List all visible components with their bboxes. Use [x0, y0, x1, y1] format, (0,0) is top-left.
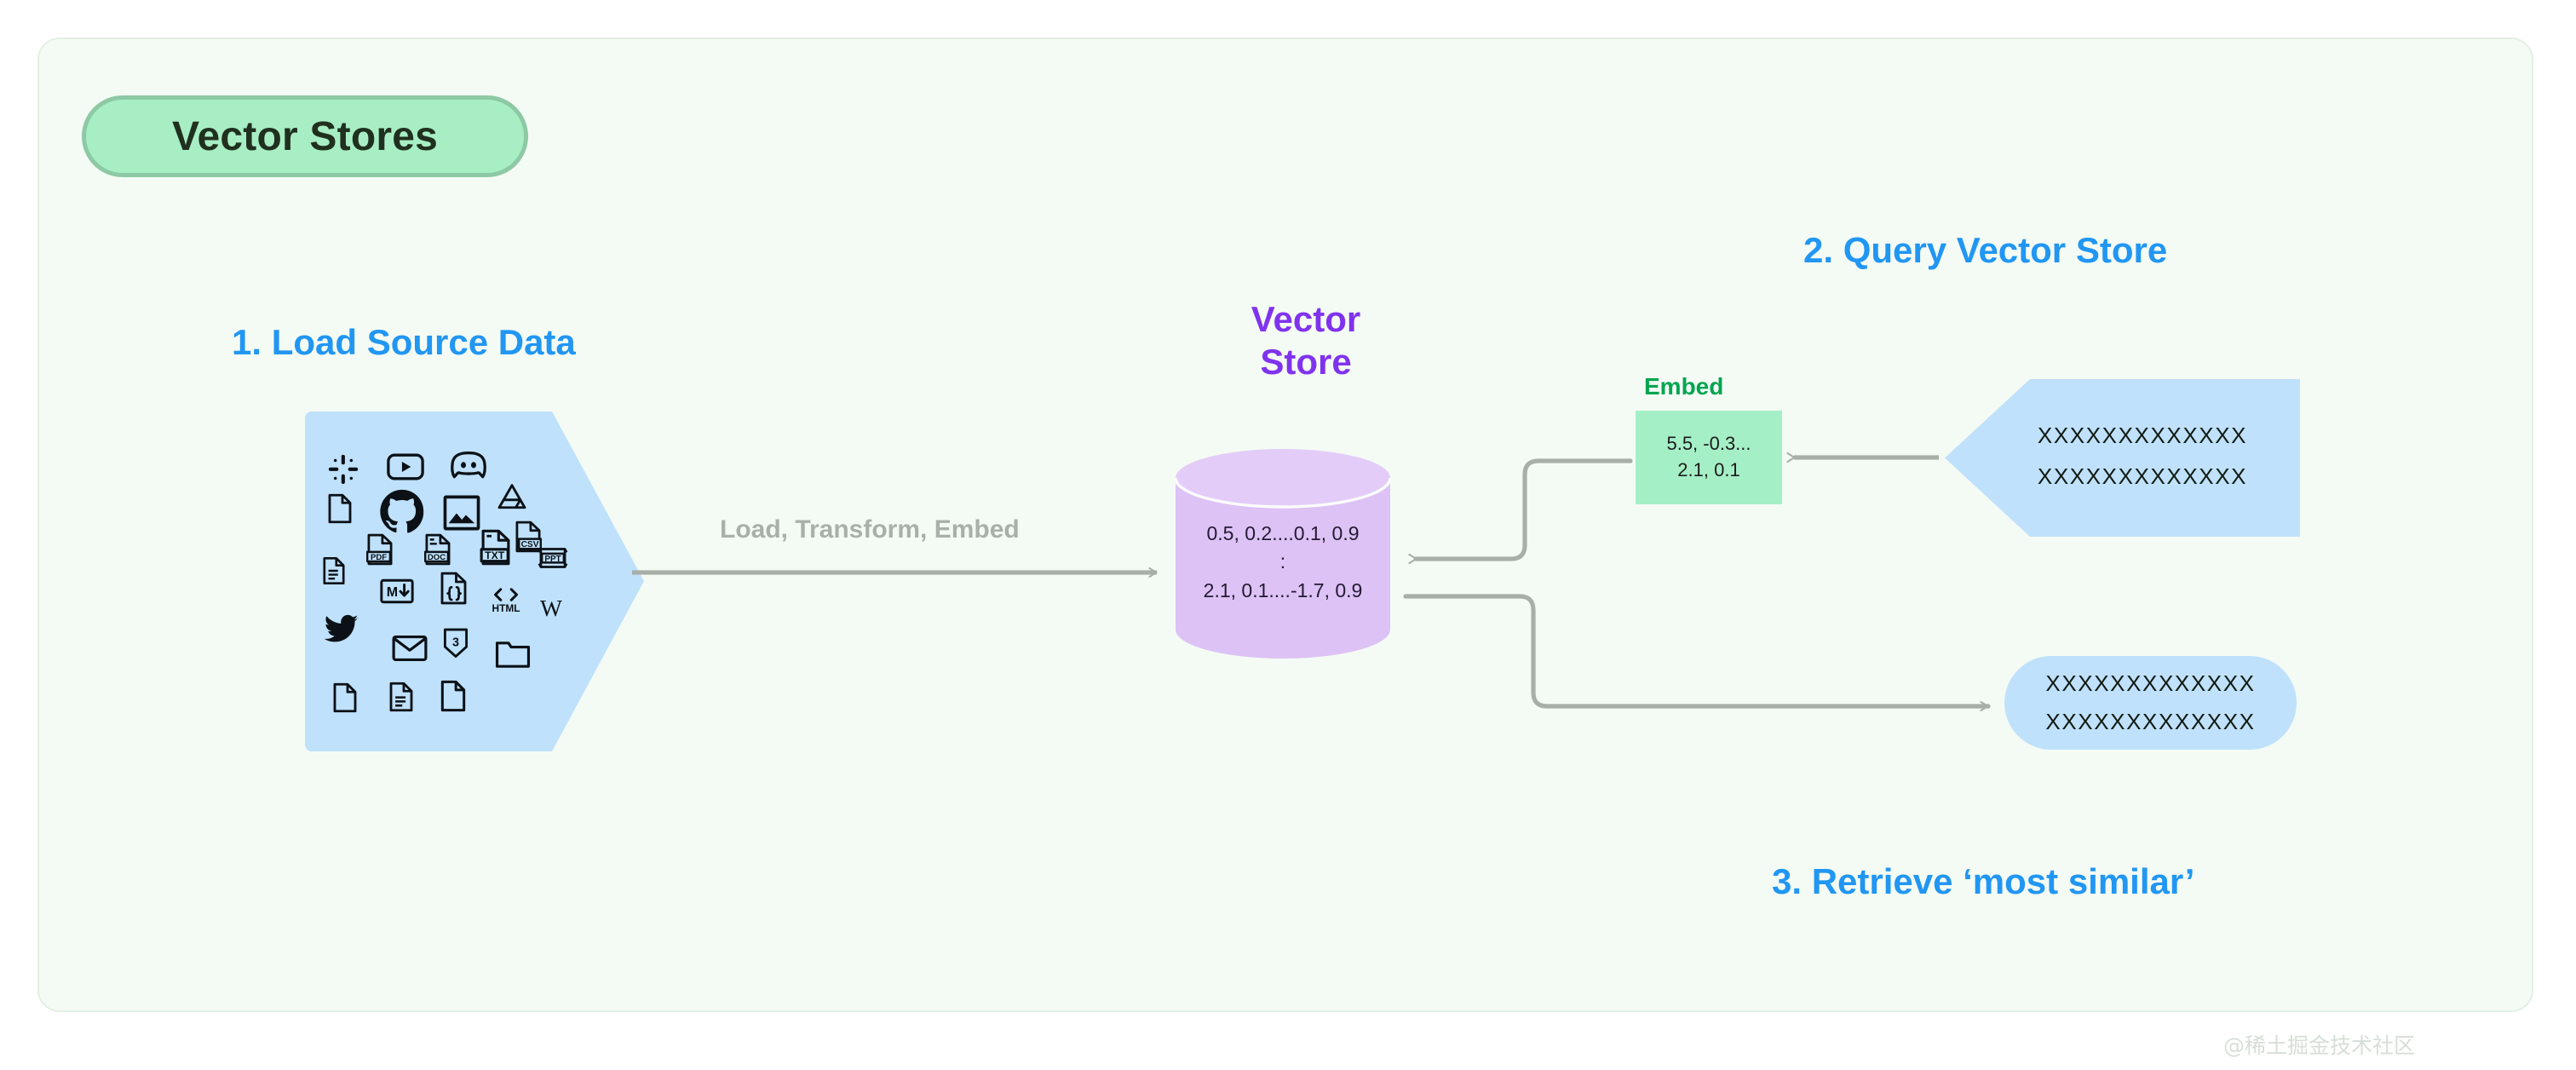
retrieve-row-1: XXXXXXXXXXXXX: [2045, 670, 2256, 696]
embed-row-2: 2.1, 0.1: [1677, 459, 1740, 480]
vector-store-title-line-1: Vector: [1251, 299, 1361, 339]
vector-stores-badge: Vector Stores: [82, 95, 528, 177]
retrieve-result-box: XXXXXXXXXXXXX XXXXXXXXXXXXX: [2004, 656, 2297, 750]
embed-label: Embed: [1644, 373, 1724, 400]
vector-stores-badge-label: Vector Stores: [171, 113, 439, 159]
pipeline-arrow-label: Load, Transform, Embed: [720, 515, 1020, 544]
vector-store-title: Vector Store: [1204, 298, 1408, 383]
embed-row-1: 5.5, -0.3...: [1666, 433, 1751, 455]
heading-step-1-load-source-data: 1. Load Source Data: [232, 322, 576, 362]
watermark: @稀土掘金技术社区: [2223, 1033, 2416, 1058]
vector-store-title-line-2: Store: [1260, 341, 1352, 382]
heading-step-2-query-vector-store: 2. Query Vector Store: [1803, 230, 2168, 270]
embed-vector-box: 5.5, -0.3... 2.1, 0.1: [1636, 411, 1782, 504]
vector-store-cylinder: [1174, 447, 1392, 660]
query-input-shape: [1945, 379, 2300, 537]
retrieve-row-2: XXXXXXXXXXXXX: [2045, 709, 2256, 734]
source-data-hexagon: [305, 405, 646, 758]
heading-step-3-retrieve-most-similar: 3. Retrieve ‘most similar’: [1772, 861, 2195, 901]
